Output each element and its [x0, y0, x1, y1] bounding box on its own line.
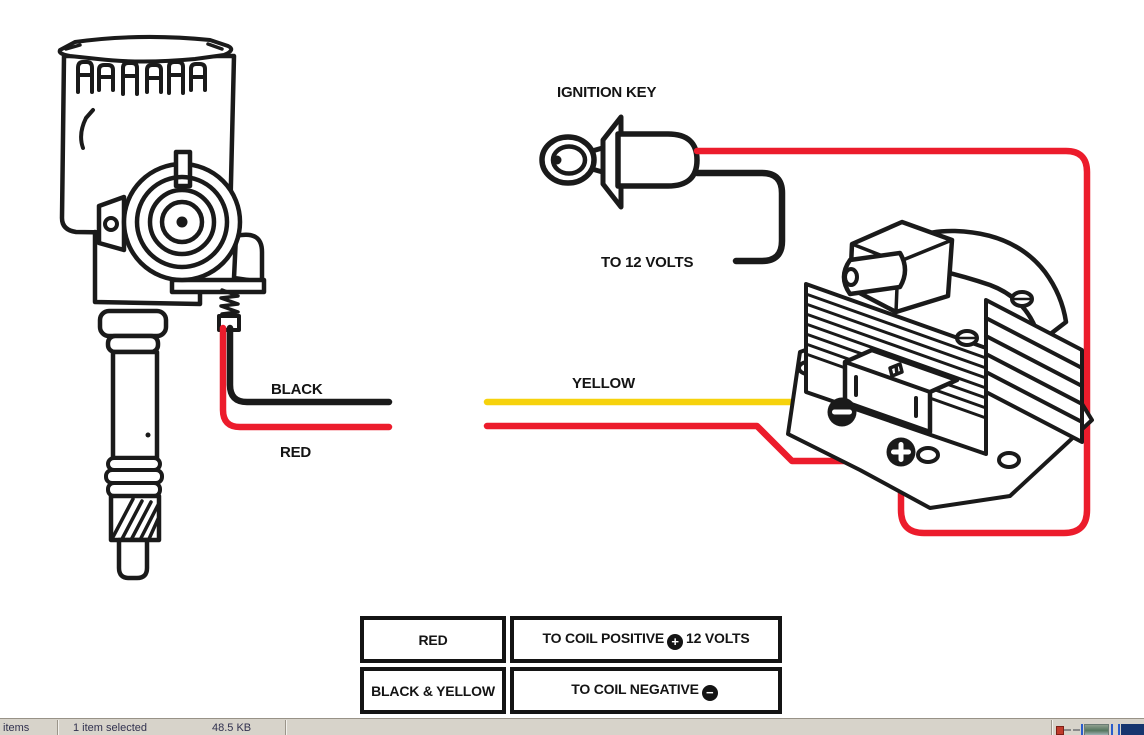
status-divider: [285, 720, 286, 735]
table-row: RED TO COIL POSITIVE+12 VOLTS: [360, 616, 782, 663]
taskbar-separator: [1081, 724, 1083, 735]
legend-desc-text: TO COIL POSITIVE: [542, 629, 665, 646]
red-wire-label: RED: [280, 444, 312, 461]
status-divider: [1051, 720, 1052, 735]
black-wire-label: BLACK: [271, 381, 323, 398]
legend-wire-name: BLACK & YELLOW: [360, 667, 506, 714]
status-divider: [57, 720, 58, 735]
file-thumbnail[interactable]: [1084, 724, 1109, 735]
ignition-coil-illustration: [786, 219, 1094, 510]
legend-desc-text: TO COIL NEGATIVE: [571, 680, 699, 697]
red-wire-switch-to-coil: [693, 147, 1091, 537]
legend-desc-suffix: 12 VOLTS: [686, 629, 750, 646]
to-12-volts-label: TO 12 VOLTS: [601, 254, 694, 271]
taskbar-text-fragment: [1064, 729, 1071, 731]
yellow-wire-label: YELLOW: [572, 375, 635, 392]
status-bar: items 1 item selected 48.5 KB: [0, 718, 1144, 735]
gear-hatching: [111, 497, 160, 542]
taskbar-separator: [1118, 724, 1120, 735]
coil-positive-terminal-icon: [886, 437, 916, 467]
coil-negative-terminal-icon: [827, 397, 857, 427]
minus-circle-icon: −: [701, 684, 718, 701]
red-wire-distributor: [219, 324, 393, 431]
status-items-text: items: [3, 722, 30, 734]
taskbar-separator: [1111, 724, 1113, 735]
distributor-illustration: [57, 34, 267, 581]
taskbar-app-icon[interactable]: [1056, 726, 1064, 735]
status-size-text: 48.5 KB: [212, 722, 252, 734]
status-selection-text: 1 item selected: [73, 722, 147, 734]
plus-circle-icon: +: [667, 633, 684, 650]
black-wire-distributor: [226, 324, 393, 406]
legend-wire-desc: TO COIL POSITIVE+12 VOLTS: [510, 616, 782, 663]
table-row: BLACK & YELLOW TO COIL NEGATIVE−: [360, 667, 782, 714]
taskbar-text-fragment: [1073, 729, 1080, 731]
taskbar-tray-fragment[interactable]: [1121, 724, 1144, 735]
ignition-key-label: IGNITION KEY: [557, 84, 657, 101]
spark-plug-towers: [76, 60, 207, 96]
ignition-key-illustration: [539, 114, 700, 210]
legend-wire-name: RED: [360, 616, 506, 663]
wire-legend-table: RED TO COIL POSITIVE+12 VOLTS BLACK & YE…: [356, 612, 786, 718]
wiring-diagram-canvas: [57, 34, 1094, 581]
legend-wire-desc: TO COIL NEGATIVE−: [510, 667, 782, 714]
black-wire-switch-to-12v: [693, 169, 786, 265]
